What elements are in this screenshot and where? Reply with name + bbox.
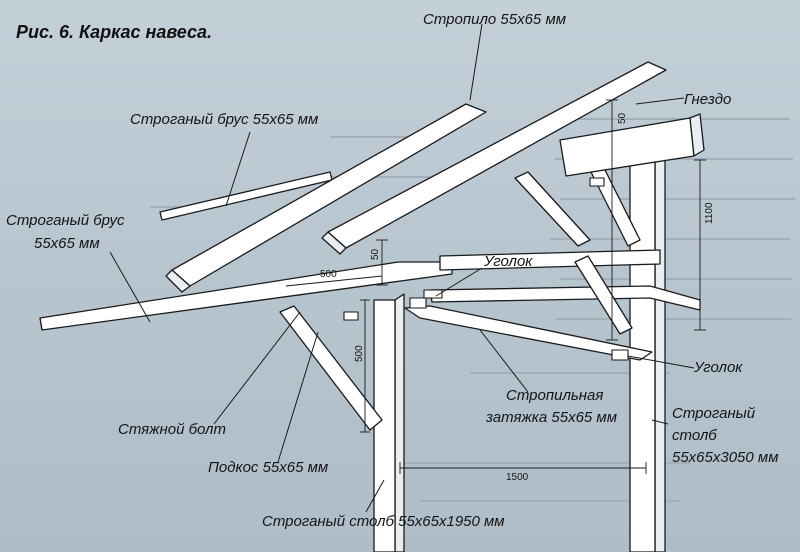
label-planed-beam-left-line1: Строганый брус [6,212,125,229]
label-tall-post-line3: 55х65х3050 мм [672,449,778,466]
dimension-lines [285,99,706,474]
label-tie-bolt: Стяжной болт [118,421,226,438]
label-short-post: Строганый столб 55х65х1950 мм [262,513,505,530]
corner-bracket-upper [409,289,443,309]
label-tie-line2: затяжка 55х65 мм [485,409,617,426]
left-brace [279,305,383,431]
label-rafter: Стропило 55х65 мм [423,11,566,28]
corner-bracket-back [589,177,605,187]
upper-head-beam [559,113,705,177]
label-tall-post-line1: Строганый [672,405,756,422]
right-brace [574,255,633,335]
back-rafter [321,61,667,255]
label-corner-lower: Уголок [693,359,743,376]
center-brace [514,169,641,247]
label-corner-upper: Уголок [483,253,533,270]
leader-lines [109,23,695,513]
corner-bracket-lower [611,349,629,361]
label-planed-beam-top: Строганый брус 55х65 мм [130,111,318,128]
label-nest: Гнездо [684,91,731,108]
figure-title: Рис. 6. Каркас навеса. [16,22,212,42]
dimension-1500: 1500 [506,472,529,483]
label-tall-post-line2: столб [672,427,717,444]
dimension-1100: 1100 [704,202,715,224]
corner-bracket-left [343,311,359,321]
label-brace: Подкос 55х65 мм [208,459,328,476]
head-beam [439,249,661,271]
dimension-50-left: 50 [370,248,381,260]
label-tie-line1: Стропильная [506,387,603,404]
dimension-500-vertical: 500 [354,345,365,362]
dimension-50-top: 50 [617,112,628,124]
front-rafter [165,103,487,293]
dimension-500-horizontal: 500 [320,269,337,280]
label-planed-beam-left-line2: 55х65 мм [34,235,100,252]
